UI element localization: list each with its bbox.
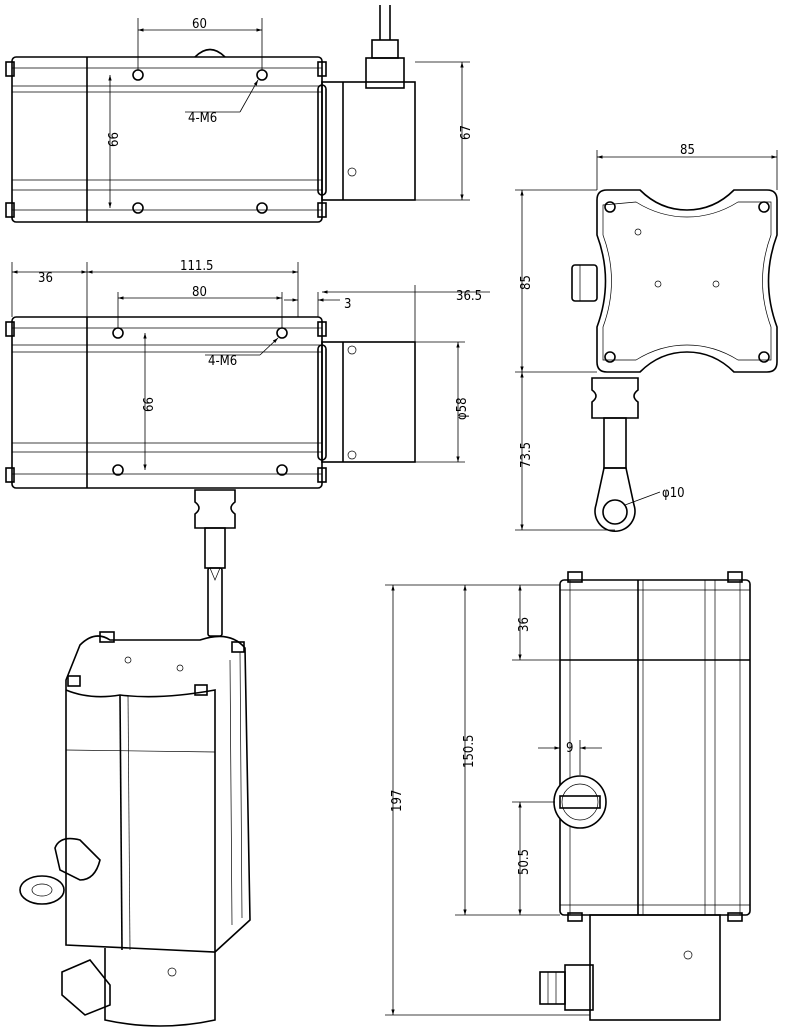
dim-85-width: 85 — [680, 143, 695, 158]
dim-3: 3 — [344, 297, 351, 312]
dim-60: 60 — [192, 17, 207, 32]
dim-111-5: 111.5 — [180, 259, 213, 274]
dim-197: 197 — [390, 790, 405, 812]
dim-67: 67 — [459, 125, 474, 140]
dim-80: 80 — [192, 285, 207, 300]
dim-66: 66 — [107, 132, 122, 147]
bottom-view: 197 150.5 36 50.5 9 — [385, 571, 751, 1021]
dim-phi58: φ58 — [455, 397, 470, 420]
thread-label: 4-M6 — [188, 111, 217, 126]
dim-50-5: 50.5 — [517, 849, 532, 875]
dim-36-5: 36.5 — [456, 289, 482, 304]
side-view: 85 85 73.5 φ10 — [515, 143, 778, 532]
thread-label-front: 4-M6 — [208, 354, 237, 369]
dim-36-top: 36 — [517, 617, 532, 632]
dim-9: 9 — [566, 741, 573, 756]
dim-phi10: φ10 — [662, 486, 685, 501]
dim-66-front: 66 — [142, 397, 157, 412]
front-view: 36 111.5 80 3 36.5 66 4-M6 φ58 — [5, 259, 490, 637]
isometric-view — [19, 631, 251, 1027]
dim-85-height: 85 — [519, 275, 534, 290]
dim-73-5: 73.5 — [519, 442, 534, 468]
top-view: 60 66 4-M6 67 — [5, 5, 474, 223]
dim-36: 36 — [38, 271, 53, 286]
dim-150-5: 150.5 — [462, 735, 477, 768]
